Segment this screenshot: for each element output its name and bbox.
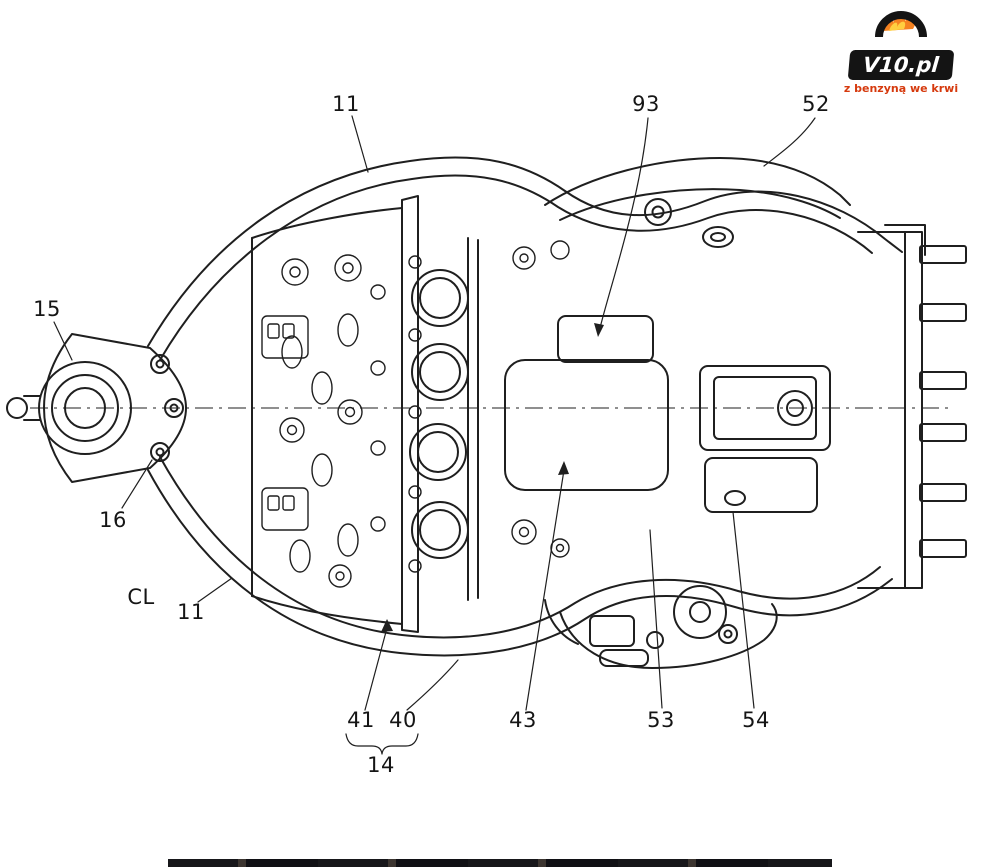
callout-15: 15 [33,297,61,321]
callout-53: 53 [647,708,675,732]
callout-93: 93 [632,92,660,116]
v10-logo-tagline: z benzyną we krwi [843,82,959,95]
bottom-cropped-strip [168,859,832,867]
callout-41: 41 [347,708,375,732]
callout-14: 14 [367,753,395,777]
leader-lines [53,115,816,755]
callout-11-lower-frame: 11 [177,600,205,624]
v10-logo-wordmark: V10.pl [847,50,955,80]
callout-11-upper-frame: 11 [332,92,360,116]
leader-arrowheads [381,323,604,632]
callout-cl: CL [127,585,155,609]
v10-logo: V10.pl z benzyną we krwi [826,6,976,95]
callout-43: 43 [509,708,537,732]
callout-54: 54 [742,708,770,732]
callout-16: 16 [99,508,127,532]
callout-40: 40 [389,708,417,732]
callout-52: 52 [802,92,830,116]
v10-logo-flame-icon [875,11,927,38]
